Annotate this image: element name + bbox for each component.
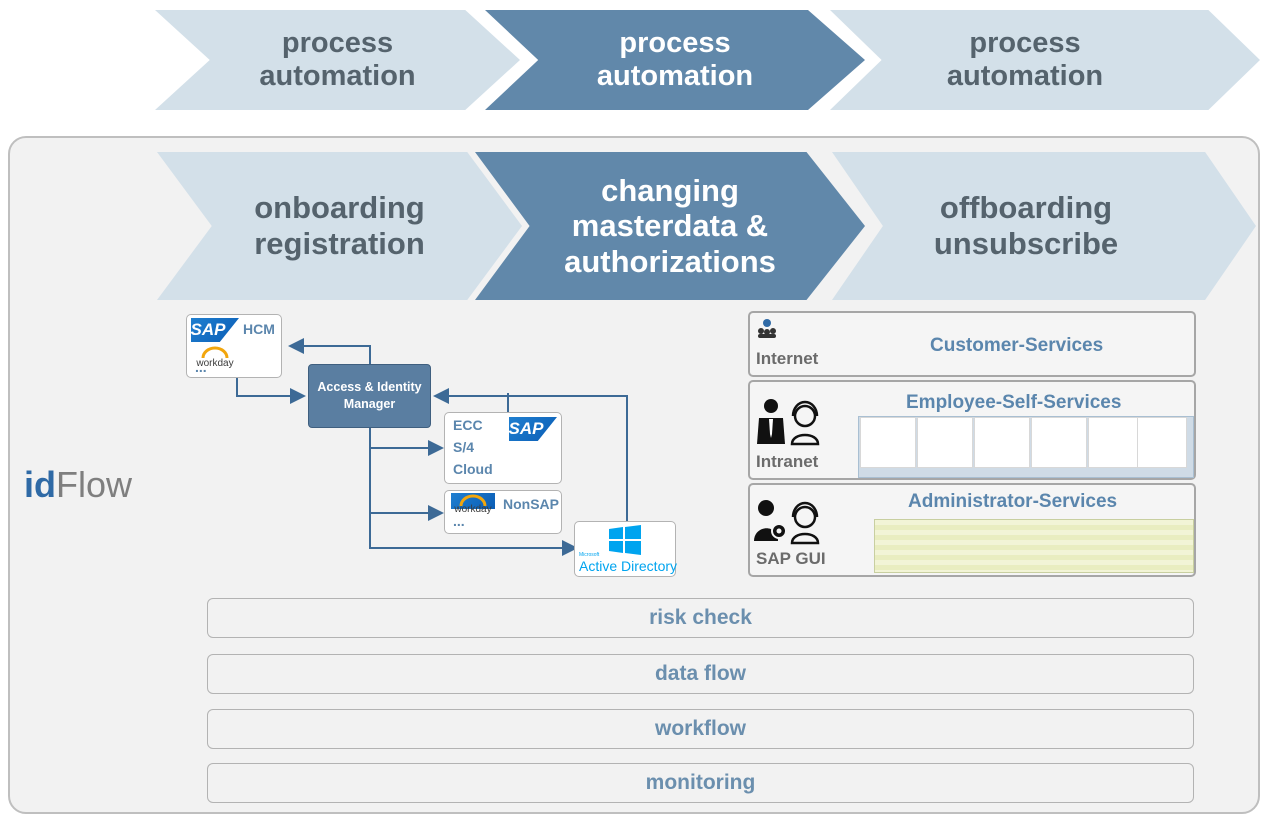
erp-label-s4: S/4 xyxy=(453,439,475,455)
ess-tile xyxy=(1137,417,1187,468)
headset-agent-icon xyxy=(790,501,820,545)
hcm-system-box: SAP HCM workday ... xyxy=(186,314,282,378)
windows-logo-icon xyxy=(609,525,641,555)
workday-arc-icon xyxy=(201,346,229,359)
erp-system-box: SAP ECC S/4 Cloud xyxy=(444,412,562,484)
active-directory-box: Microsoft Active Directory xyxy=(574,521,678,577)
brand-rest: Flow xyxy=(56,464,133,505)
chevron-text: authorizations xyxy=(564,243,776,279)
chevron-text: automation xyxy=(946,60,1104,92)
erp-label-ecc: ECC xyxy=(453,417,483,433)
headset-agent-icon xyxy=(790,400,820,446)
monitoring-bar: monitoring xyxy=(207,763,1194,803)
erp-label-cloud: Cloud xyxy=(453,461,493,477)
brand-bold: id xyxy=(24,464,56,505)
chevron-text: process xyxy=(619,26,731,59)
chevron-text: automation xyxy=(596,60,754,92)
nonsap-ellipsis: ... xyxy=(453,513,465,529)
active-directory-label: Active Directory xyxy=(579,558,678,574)
user-tie-icon xyxy=(757,399,785,444)
sap-logo: SAP xyxy=(191,318,239,342)
channel-internet: Internet xyxy=(756,349,819,368)
workday-label: workday xyxy=(196,358,234,369)
chevron-text: registration xyxy=(254,226,425,261)
ess-tile xyxy=(917,417,973,468)
user-gear-icon xyxy=(754,500,787,541)
data-flow-bar: data flow xyxy=(207,654,1194,694)
employee-services-title: Employee-Self-Services xyxy=(906,392,1122,413)
risk-check-bar: risk check xyxy=(207,598,1194,638)
aim-line1: Access & Identity xyxy=(317,379,422,394)
nonsap-system-box: workday NonSAP ... xyxy=(444,490,562,534)
ess-tile xyxy=(974,417,1030,468)
sap-logo: SAP xyxy=(509,417,557,441)
chevron-text: unsubscribe xyxy=(933,226,1119,261)
chevron-text: process xyxy=(969,26,1081,59)
channel-sap-gui: SAP GUI xyxy=(756,549,826,568)
ess-tile xyxy=(1031,417,1087,468)
hcm-label: HCM xyxy=(243,321,275,337)
chevron-text: offboarding xyxy=(939,190,1113,226)
customer-services-panel: Internet Customer-Services xyxy=(748,311,1196,377)
globe-people-icon xyxy=(758,319,776,338)
workflow-bar: workflow xyxy=(207,709,1194,749)
microsoft-label: Microsoft xyxy=(579,552,600,558)
chevron-text: changing xyxy=(601,172,739,208)
idflow-logo: idFlow xyxy=(24,464,132,506)
ess-tile xyxy=(1088,417,1144,468)
channel-intranet: Intranet xyxy=(756,452,819,471)
ess-tile xyxy=(860,417,916,468)
workday-logo xyxy=(451,493,495,509)
sap-gui-screenshot xyxy=(874,519,1194,573)
administrator-services-panel: Administrator-Services SAP GUI xyxy=(748,483,1196,577)
chevron-text: masterdata & xyxy=(571,208,769,244)
workday-logo: workday xyxy=(195,345,235,369)
chevron-text: process xyxy=(281,26,394,59)
nonsap-label: NonSAP xyxy=(503,496,559,512)
hcm-ellipsis: ... xyxy=(195,359,207,375)
customer-services-title: Customer-Services xyxy=(930,335,1104,356)
workday-label: workday xyxy=(454,504,492,515)
admin-services-title: Administrator-Services xyxy=(908,491,1118,512)
chevron-text: automation xyxy=(259,60,416,92)
chevron-text: onboarding xyxy=(254,190,425,226)
aim-line2: Manager xyxy=(343,397,396,411)
workday-arc-icon xyxy=(459,494,487,507)
